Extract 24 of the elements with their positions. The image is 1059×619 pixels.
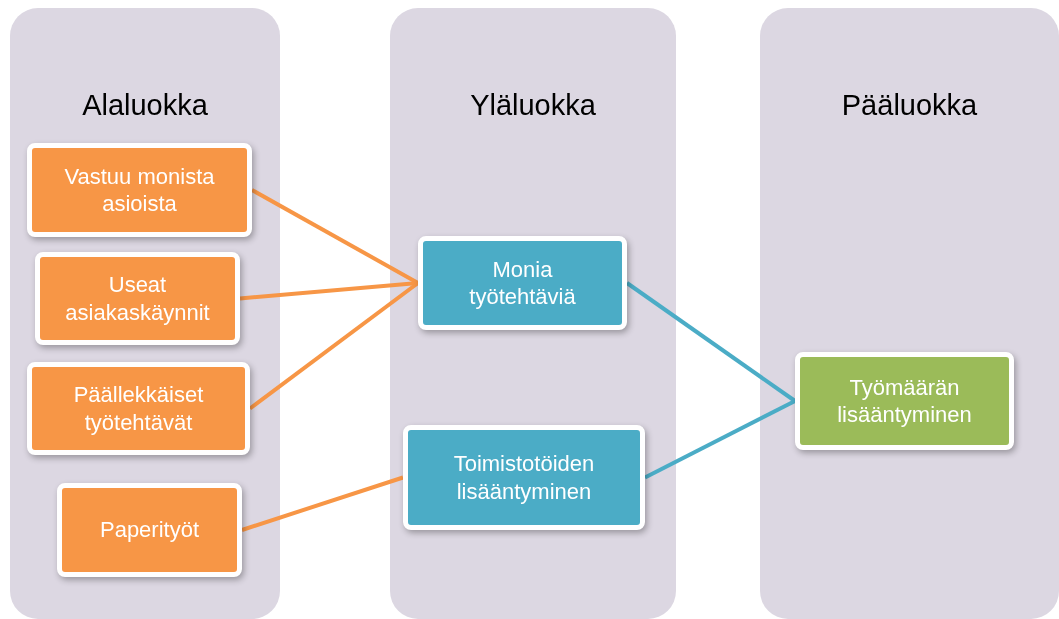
box-label: Monia työtehtäviä <box>468 255 577 311</box>
category-box <box>795 352 1014 450</box>
category-box <box>35 252 240 345</box>
box-label: Päällekkäiset työtehtävät <box>72 381 205 436</box>
connector-line <box>241 475 404 532</box>
column-band <box>390 8 676 619</box>
connector-line <box>644 399 796 480</box>
category-box <box>27 362 250 455</box>
column-heading: Pääluokka <box>840 88 979 123</box>
box-label: Vastuu monista asioista <box>63 162 216 218</box>
box-label: Toimistotöiden lisääntyminen <box>452 450 596 505</box>
category-box <box>27 143 252 237</box>
box-label: Useat asiakaskäynnit <box>64 271 211 326</box>
box-label: Paperityöt <box>99 516 200 544</box>
column-heading: Alaluokka <box>81 88 209 123</box>
box-label: Työmäärän lisääntyminen <box>836 373 973 429</box>
category-box <box>403 425 645 530</box>
column-band <box>10 8 280 619</box>
column-heading: Yläluokka <box>469 88 597 123</box>
connector-line <box>625 281 797 403</box>
column-band <box>760 8 1059 619</box>
connector-line <box>251 188 419 285</box>
category-box <box>57 483 242 577</box>
category-box <box>418 236 627 330</box>
